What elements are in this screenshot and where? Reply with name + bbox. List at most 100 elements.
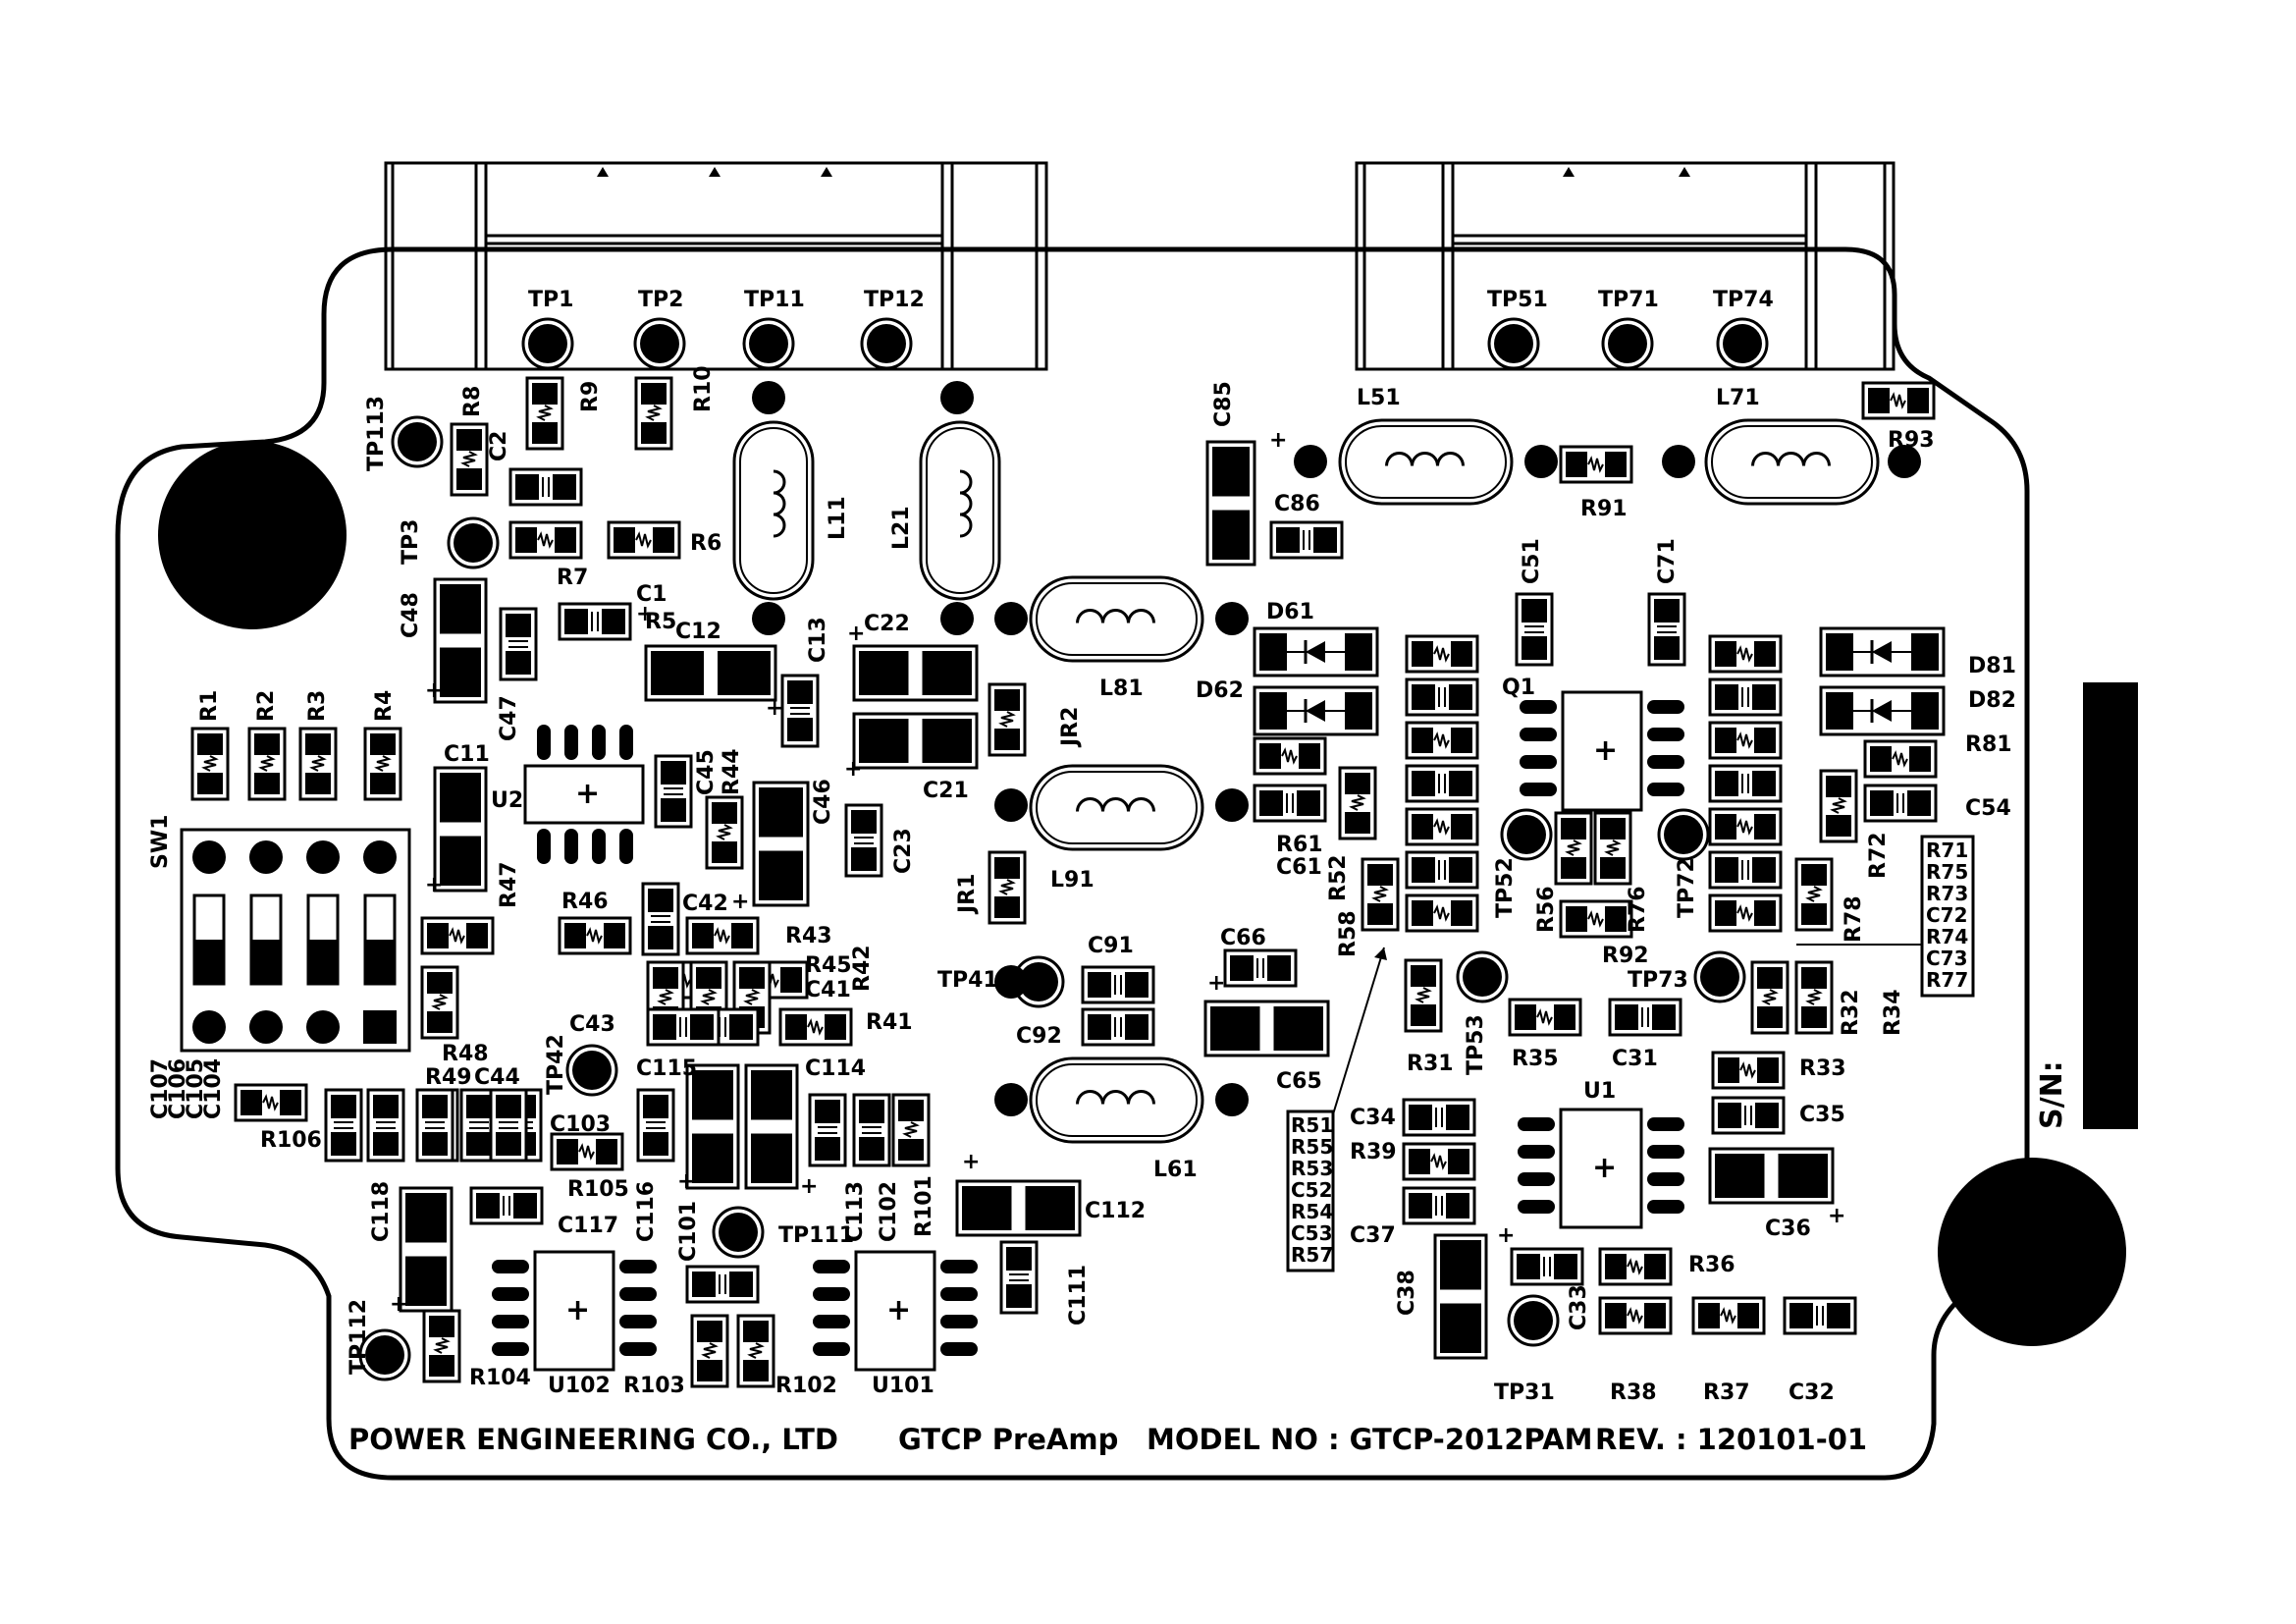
testpoint-tp3[interactable] <box>447 516 500 569</box>
resistor-r93 <box>1861 381 1936 420</box>
testpoint-tp51[interactable] <box>1487 317 1540 370</box>
testpoint-tp111[interactable] <box>712 1206 765 1259</box>
inductor-l91 <box>1029 764 1204 851</box>
resistor-r103 <box>690 1314 729 1388</box>
ref-c12: C12 <box>675 620 721 644</box>
ref-tp73: TP73 <box>1628 968 1688 993</box>
polarity-plus-mark: + <box>636 602 654 626</box>
ref-l71: L71 <box>1716 386 1760 410</box>
capacitor-c116 <box>636 1088 675 1163</box>
capacitor-c45 <box>654 754 693 829</box>
resistor-r52 <box>1338 766 1377 840</box>
capacitor-c86 <box>1269 520 1344 560</box>
testpoint-tp31[interactable] <box>1507 1294 1560 1347</box>
testpoint-tp52[interactable] <box>1500 808 1553 861</box>
capacitor-c11 <box>433 766 488 893</box>
ref-c104: C104 <box>201 1058 226 1119</box>
testpoint-tp11[interactable] <box>742 317 795 370</box>
capacitor-c106 <box>366 1088 405 1163</box>
resistor-r43 <box>685 916 760 955</box>
resistor-r46 <box>558 916 632 955</box>
ref-r36: R36 <box>1688 1253 1735 1277</box>
resistor-bankR4 <box>1708 807 1783 846</box>
capacitor-c48 <box>433 577 488 704</box>
resistor-jr2 <box>988 682 1027 757</box>
ref-c21: C21 <box>923 779 969 803</box>
company-name: POWER ENGINEERING CO., LTD <box>348 1423 838 1456</box>
ref-r93: R93 <box>1888 428 1935 453</box>
ref-c112: C112 <box>1085 1199 1146 1223</box>
ref-c31: C31 <box>1612 1047 1658 1071</box>
ref-c38: C38 <box>1395 1270 1419 1316</box>
testpoint-tp74[interactable] <box>1716 317 1769 370</box>
testpoint-tp72[interactable] <box>1657 808 1710 861</box>
ref-jr1: JR1 <box>955 874 980 915</box>
via-pad <box>994 965 1028 999</box>
dip-switch-sw1[interactable] <box>180 828 411 1053</box>
ref-r47: R47 <box>497 861 521 908</box>
resistor-r34 <box>1794 960 1834 1035</box>
ref-tp111: TP111 <box>778 1223 854 1248</box>
ref-c117: C117 <box>558 1214 618 1238</box>
testpoint-tp41[interactable] <box>1012 955 1065 1008</box>
testpoint-tp113[interactable] <box>391 415 444 468</box>
diode-d81 <box>1819 626 1946 677</box>
ref-r33: R33 <box>1799 1056 1846 1081</box>
ref-r2: R2 <box>254 690 279 722</box>
testpoint-tp112[interactable] <box>358 1328 411 1381</box>
testpoint-tp71[interactable] <box>1601 317 1654 370</box>
svg-text:+: + <box>1593 733 1618 768</box>
connector-left <box>384 161 1048 371</box>
ref-c54: C54 <box>1965 796 2011 821</box>
ref-tp3: TP3 <box>399 519 423 565</box>
ref-c71: C71 <box>1655 538 1680 584</box>
capacitor-c66 <box>1223 948 1298 988</box>
resistor-r78 <box>1794 857 1834 932</box>
capacitor-c101 <box>685 1265 760 1304</box>
testpoint-tp73[interactable] <box>1693 950 1746 1003</box>
capacitor-bankL3 <box>1405 764 1479 803</box>
resistor-bankR6 <box>1708 893 1783 933</box>
via-pad <box>940 602 974 635</box>
testpoint-tp42[interactable] <box>565 1044 618 1097</box>
ref-r52: R52 <box>1326 854 1351 901</box>
testpoint-tp1[interactable] <box>521 317 574 370</box>
ref-r58: R58 <box>1336 910 1361 957</box>
capacitor-c112 <box>955 1179 1082 1237</box>
ref-tp52: TP52 <box>1493 857 1518 918</box>
inductor-l81 <box>1029 575 1204 663</box>
ic-u2: + <box>523 725 645 864</box>
capacitor-c103 <box>489 1088 528 1163</box>
resistor-r9 <box>525 376 564 451</box>
mounting-hole-left <box>158 441 347 629</box>
ref-r106: R106 <box>260 1128 322 1153</box>
resistor-r101 <box>891 1093 931 1167</box>
ref-c46: C46 <box>811 779 835 825</box>
resistor-bankR2 <box>1708 721 1783 760</box>
ref-r38: R38 <box>1610 1380 1657 1405</box>
ref-c36: C36 <box>1765 1217 1811 1241</box>
ref-r7: R7 <box>557 566 588 590</box>
testpoint-tp53[interactable] <box>1456 950 1509 1003</box>
ref-d82: D82 <box>1968 688 2016 713</box>
ref-c103: C103 <box>550 1112 611 1137</box>
capacitor-bankL5 <box>1405 850 1479 890</box>
polarity-plus-mark: + <box>766 696 783 721</box>
resistor-r1 <box>190 727 230 801</box>
capacitor-c34 <box>1402 1098 1476 1137</box>
capacitor-c36 <box>1708 1147 1835 1205</box>
testpoint-tp12[interactable] <box>860 317 913 370</box>
ref-c2: C2 <box>487 431 511 461</box>
capacitor-c23 <box>844 803 883 878</box>
ref-c111: C111 <box>1066 1265 1091 1326</box>
group-label-r57: R57 <box>1291 1243 1333 1267</box>
connector-right <box>1355 161 1896 371</box>
testpoint-tp2[interactable] <box>633 317 686 370</box>
ref-r103: R103 <box>623 1374 685 1398</box>
ref-c66: C66 <box>1220 926 1266 950</box>
ref-r35: R35 <box>1512 1047 1559 1071</box>
resistor-r3 <box>298 727 338 801</box>
polarity-plus-mark: + <box>847 622 865 646</box>
ref-l91: L91 <box>1050 868 1095 893</box>
ic-q1: + <box>1520 690 1684 812</box>
